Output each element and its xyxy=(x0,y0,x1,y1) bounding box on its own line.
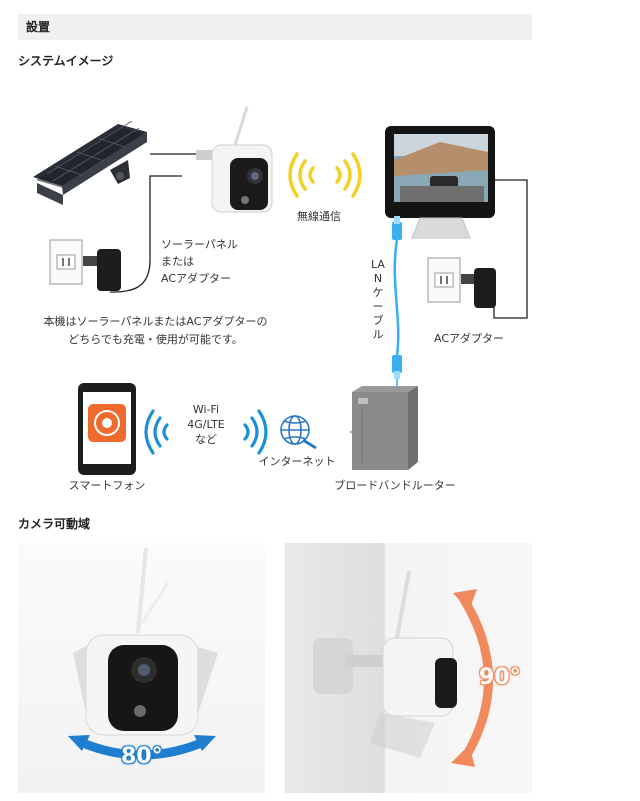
camera-side-icon xyxy=(313,570,457,758)
section-header: 設置 xyxy=(18,14,532,40)
smartphone-label: スマートフォン xyxy=(68,479,146,492)
camera-range-title: カメラ可動域 xyxy=(18,517,91,531)
horizontal-range-photo: 80° xyxy=(18,543,265,793)
power-wires xyxy=(109,153,528,319)
charging-note: 本機はソーラーパネルまたはACアダプターの どちらでも充電・使用が可能です。 xyxy=(43,315,268,346)
horizontal-angle-label: 80° xyxy=(121,744,163,769)
wireless-label: 無線通信 xyxy=(297,210,341,223)
wall-outlet-icon xyxy=(49,239,97,285)
system-image-title: システムイメージ xyxy=(18,54,114,68)
solar-panel-icon xyxy=(33,120,147,205)
camera-front-icon xyxy=(85,634,199,736)
wifi-wave-icon xyxy=(144,409,268,455)
vertical-range-photo: 90° xyxy=(285,543,532,793)
power-option-label: ソーラーパネル または ACアダプター xyxy=(161,238,238,285)
router-icon xyxy=(352,386,418,470)
wireless-wave-icon xyxy=(288,152,362,198)
smartphone-icon xyxy=(78,383,136,475)
internet-label: インターネット xyxy=(258,455,336,468)
wifi-label: Wi-Fi 4G/LTE など xyxy=(187,403,225,446)
ac-adapter-icon xyxy=(97,249,121,291)
ac-adapter-icon xyxy=(474,268,496,308)
rotation-arrow-horizontal xyxy=(76,736,208,760)
rotation-arrow-vertical xyxy=(459,595,493,761)
camera-icon xyxy=(196,106,273,213)
monitor-adapter-label: ACアダプター xyxy=(434,332,505,345)
router-label: ブロードバンドルーター xyxy=(334,479,456,492)
wall-outlet-icon xyxy=(427,257,475,303)
vertical-angle-label: 90° xyxy=(479,665,521,690)
globe-icon xyxy=(280,415,317,450)
monitor-icon xyxy=(385,126,495,239)
lan-cable-label: LANケーブル xyxy=(371,258,385,341)
